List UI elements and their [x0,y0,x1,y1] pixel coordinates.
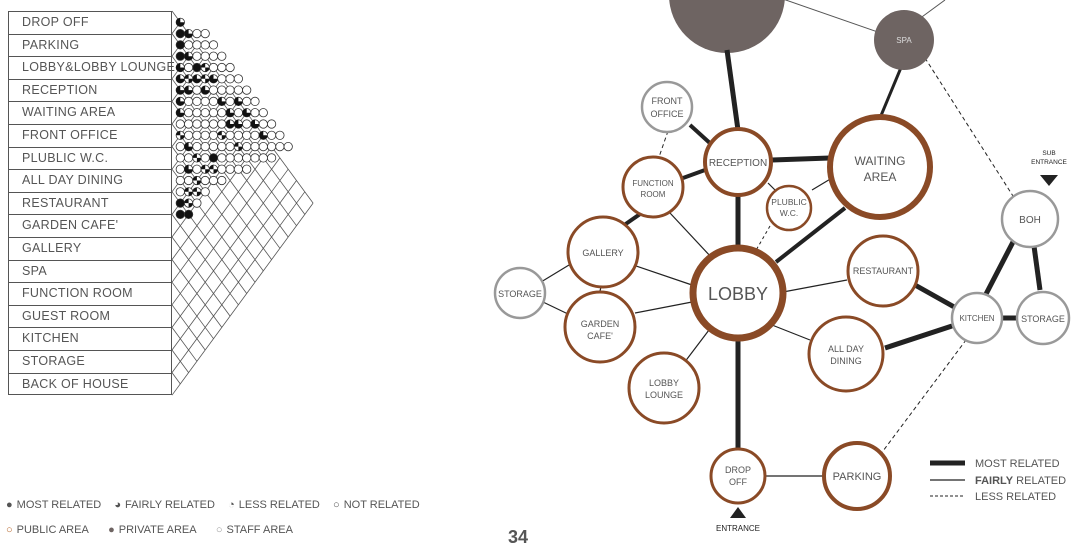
page-number: 34 [508,527,528,548]
staff-area-icon: ○ [216,524,223,536]
lobby-lounge-label-2: LOUNGE [645,390,683,400]
kitchen-label: KITCHEN [959,314,994,323]
boh-label: BOH [1019,215,1041,226]
link-lobby-lounge [684,330,709,363]
lobby-lounge-node [629,353,699,423]
all-day-dining-label-2: DINING [830,356,862,366]
function-room-label-1: FUNCTION [632,179,674,188]
drop-off-label-2: OFF [729,477,747,487]
lobby-lounge-label-1: LOBBY [649,378,679,388]
drop-off-label-1: DROP [725,465,751,475]
storage-left-label: STORAGE [498,289,542,299]
not-related-label: NOT RELATED [344,499,420,511]
garden-cafe-label-2: CAFE' [587,331,613,341]
drop-off-node [711,449,765,503]
public-area-label: PUBLIC AREA [17,524,89,536]
public-area-icon: ○ [6,524,13,536]
function-room-label-2: ROOM [641,190,666,199]
link-alldaydining-kitchen [885,326,952,348]
link-gallery-storage [541,265,569,282]
sub-entrance-arrow-icon [1040,175,1058,186]
legend-fairly-bold: FAIRLY [975,475,1014,487]
link-lobby-restaurant [783,280,847,292]
link-frontoffice-function [658,131,668,160]
link-spa-boh [925,58,1013,196]
all-day-dining-node [809,317,883,391]
link-plublic-lobby [755,226,770,252]
area-legend: ○ PUBLIC AREA ● PRIVATE AREA ○ STAFF AREA [6,524,297,536]
most-related-icon: ● [6,499,13,511]
less-related-label: LESS RELATED [239,499,320,511]
link-top-reception [727,50,738,130]
private-area-label: PRIVATE AREA [119,524,197,536]
link-function-lobby [670,213,712,258]
parking-label: PARKING [833,471,882,483]
line-legend: MOST RELATED FAIRLY RELATED LESS RELATED [930,458,1066,503]
restaurant-label: RESTAURANT [853,266,914,276]
front-office-label-2: OFFICE [651,109,684,119]
front-office-label-1: FRONT [652,96,683,106]
private-area-icon: ● [108,524,115,536]
gallery-label: GALLERY [582,248,623,258]
legend-fairly-label: FAIRLY RELATED [975,475,1066,487]
plublic-wc-label-2: W.C. [780,208,798,218]
link-restaurant-kitchen [915,285,956,308]
waiting-label-1: WAITING [855,154,906,168]
fairly-related-icon: ◕ [114,499,121,511]
spa-label: SPA [896,36,912,45]
legend-fairly-rest: RELATED [1013,475,1066,487]
front-office-node [642,82,692,132]
legend-less-label: LESS RELATED [975,491,1056,503]
sub-entrance-label-2: ENTRANCE [1031,159,1067,166]
link-gallery-lobby [633,265,692,285]
link-parking-kitchen [880,340,966,455]
link-lobby-alldaydining [772,325,810,340]
staff-area-label: STAFF AREA [227,524,293,536]
all-day-dining-label-1: ALL DAY [828,344,864,354]
link-garden-lobby [635,302,692,313]
link-reception-frontoffice [690,125,712,145]
waiting-label-2: AREA [864,170,897,184]
less-related-icon: ◔ [228,499,235,511]
link-kitchen-boh [985,242,1013,296]
fairly-related-label: FAIRLY RELATED [125,499,215,511]
garden-cafe-label-1: GARDEN [581,319,620,329]
legend-most-label: MOST RELATED [975,458,1060,470]
top-private-node [669,0,785,53]
link-reception-waiting [772,158,830,160]
storage-right-label: STORAGE [1021,314,1065,324]
sub-entrance-label-1: SUB [1042,150,1055,157]
lobby-label: LOBBY [708,284,768,304]
reception-label: RECEPTION [709,158,767,169]
most-related-label: MOST RELATED [17,499,102,511]
relation-legend: ● MOST RELATED ◕ FAIRLY RELATED ◔ LESS RELA… [6,499,424,511]
not-related-icon: ○ [333,499,340,511]
link-boh-storage [1034,246,1040,290]
link-storage-garden [543,302,568,314]
entrance-label: ENTRANCE [716,524,760,533]
entrance-arrow-icon [730,507,746,518]
plublic-wc-label-1: PLUBLIC [771,197,806,207]
link-function-reception [683,170,705,178]
